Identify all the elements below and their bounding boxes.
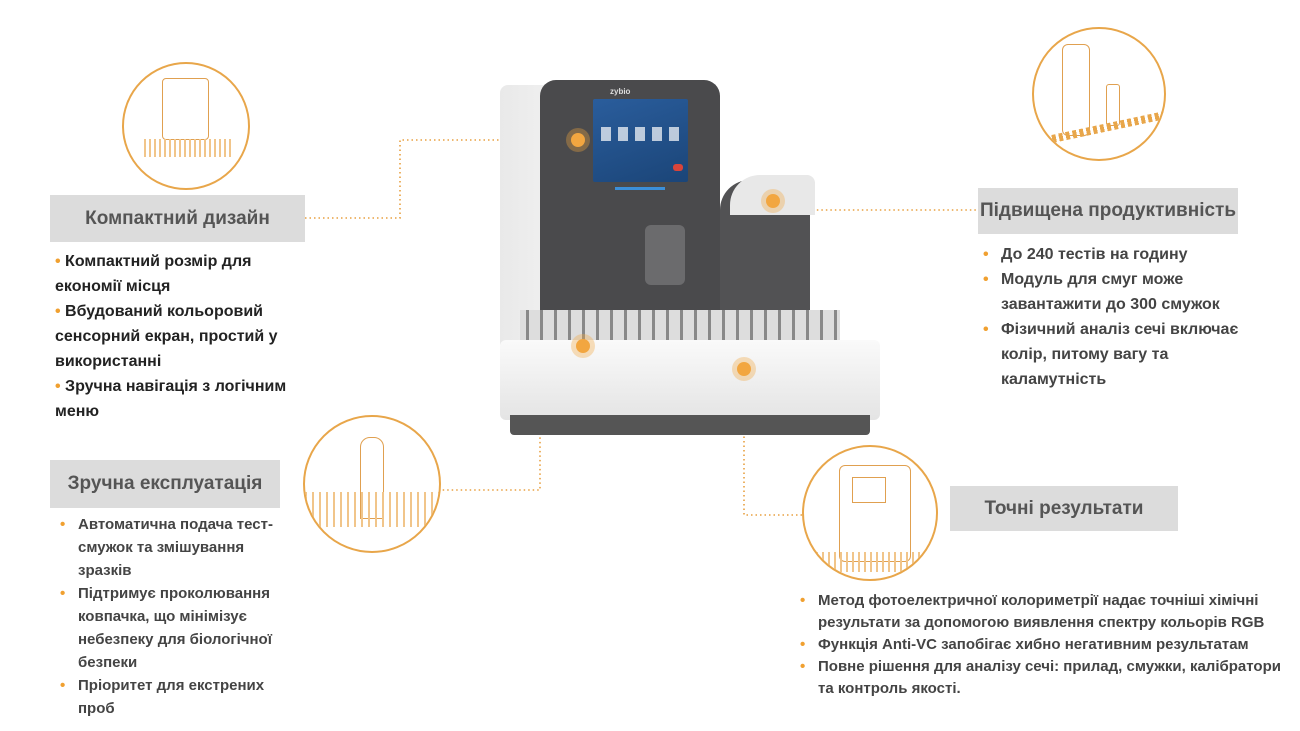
easy-operation-list: •Автоматична подача тест-смужок та змішу… [60, 513, 290, 720]
list-item: •Метод фотоелектричної колориметрії нада… [800, 592, 1265, 631]
accuracy-title: Точні результати [950, 486, 1178, 531]
urine-analyzer-device: zybio [440, 75, 880, 445]
hotspot-front[interactable] [737, 362, 751, 376]
productivity-illustration [1032, 27, 1166, 161]
hotspot-sample-rack[interactable] [576, 339, 590, 353]
list-item: • Вбудований кольоровий сенсорний екран,… [55, 303, 278, 370]
list-item: • Зручна навігація з логічним меню [55, 378, 287, 420]
easy-operation-title: Зручна експлуатація [50, 460, 280, 508]
hotspot-strip-module[interactable] [766, 194, 780, 208]
accuracy-illustration [802, 445, 938, 581]
compact-design-illustration [122, 62, 250, 190]
hotspot-screen[interactable] [571, 133, 585, 147]
list-item: •Підтримує проколювання ковпачка, що мін… [60, 585, 272, 671]
compact-design-list: • Компактний розмір для економії місця •… [55, 249, 315, 424]
device-touchscreen [593, 99, 688, 182]
list-item: •Функція Anti-VC запобігає хибно негатив… [800, 636, 1249, 653]
list-item: •Повне рішення для аналізу сечі: прилад,… [800, 658, 1281, 697]
compact-design-title: Компактний дизайн [50, 195, 305, 242]
list-item: •Автоматична подача тест-смужок та змішу… [60, 516, 273, 579]
productivity-list: •До 240 тестів на годину •Модуль для сму… [983, 242, 1243, 392]
list-item: •Фізичний аналіз сечі включає колір, пит… [983, 321, 1239, 388]
productivity-title: Підвищена продуктивність [978, 188, 1238, 234]
list-item: •Пріоритет для екстрених проб [60, 677, 265, 717]
list-item: •До 240 тестів на годину [983, 246, 1188, 263]
list-item: • Компактний розмір для економії місця [55, 253, 252, 295]
accuracy-list: •Метод фотоелектричної колориметрії нада… [800, 590, 1290, 700]
easy-operation-illustration [303, 415, 441, 553]
list-item: •Модуль для смуг може завантажити до 300… [983, 271, 1220, 313]
device-brand: zybio [610, 87, 631, 96]
